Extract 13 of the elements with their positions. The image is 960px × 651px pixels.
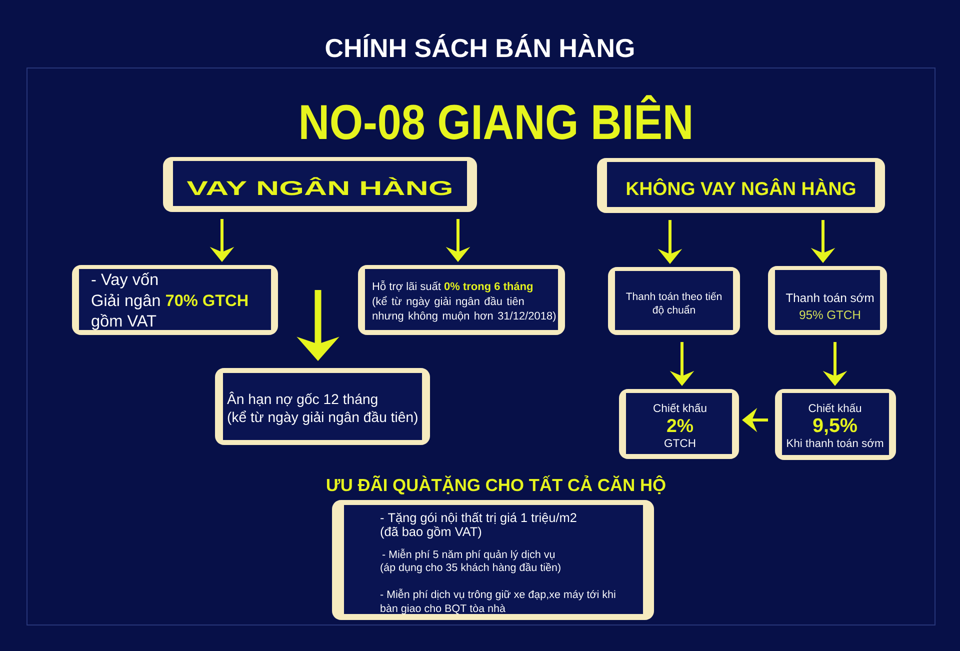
header-box: KHÔNG VAY NGÂN HÀNG bbox=[597, 158, 885, 213]
info-box: Ân hạn nợ gốc 12 tháng (kể từ ngày giải ngân đầu tiên) bbox=[215, 368, 430, 445]
offer-box: ƯU ĐÃI QUÀTẶNG CHO TẤT CẢ CĂN HỘ - Tặng gói nội thất trị giá 1 triệu/m2 (đã bao gồm VAT) - Miễn phí 5 năm phí quản lý dịch vụ (áp dụng cho 35 khách hàng đầu tiền) - Miễn phí dịch vụ trông giữ xe đạp,xe máy tới khi bàn giao cho BQT tòa nhà bbox=[326, 475, 666, 620]
node-label: ƯU ĐÃI QUÀTẶNG CHO TẤT CẢ CĂN HỘ bbox=[326, 475, 666, 494]
info-box: Thanh toán theo tiến độ chuẩn bbox=[608, 267, 740, 335]
header-box: VAY NGÂN HÀNG bbox=[163, 157, 477, 212]
info-box: Chiết khấu 9,5% Khi thanh toán sớm bbox=[775, 389, 896, 460]
info-box: Hỗ trợ lãi suất 0% trong 6 tháng (kể từ ngày giải ngân đầu tiên nhưng không muộn hơn 31/12/2018) bbox=[358, 265, 565, 335]
info-box: - Vay vốn Giải ngân 70% GTCH gồm VAT bbox=[72, 265, 278, 335]
page-title: CHÍNH SÁCH BÁN HÀNG bbox=[326, 34, 634, 58]
info-box: Thanh toán sớm 95% GTCH bbox=[768, 266, 888, 335]
project-name: NO-08 GIANG BIÊN bbox=[301, 95, 691, 140]
info-box: Chiết khấu 2% GTCH bbox=[619, 389, 739, 459]
